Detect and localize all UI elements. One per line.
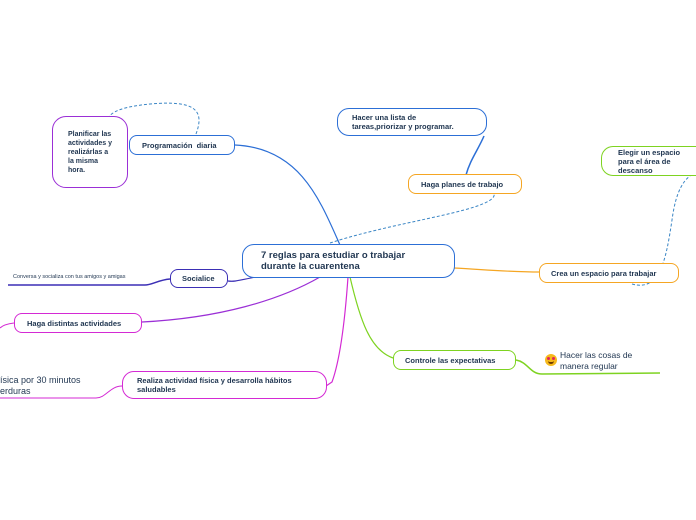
node-socialice[interactable]: Socialice [170, 269, 228, 288]
node-lista-label: Hacer una lista de tareas,priorizar y pr… [352, 113, 454, 131]
smiling-face-heart-eyes-icon [545, 354, 557, 366]
link-cosas [515, 359, 661, 375]
node-conversa-label: Conversa y socializa con tus amigos y am… [13, 274, 126, 280]
node-planificar-label: Planificar las actividades y realizárlas… [68, 130, 112, 174]
node-actividad-fisica-label: Realiza actividad física y desarrolla há… [137, 376, 292, 394]
link-actividades [141, 276, 321, 323]
node-actividades-label: Haga distintas actividades [27, 318, 122, 328]
node-socialice-label: Socialice [182, 274, 215, 283]
node-actividades[interactable]: Haga distintas actividades [14, 313, 142, 333]
node-fisica-sub-line1: ísica por 30 minutos [0, 375, 81, 385]
link-conversa [8, 278, 171, 286]
node-actividad-fisica[interactable]: Realiza actividad física y desarrolla há… [122, 371, 327, 399]
node-expectativas[interactable]: Controle las expectativas [393, 350, 516, 370]
link-elegir-dashed [631, 171, 696, 286]
node-conversa[interactable]: Conversa y socializa con tus amigos y am… [13, 274, 126, 280]
link-fisica [325, 276, 349, 387]
node-programacion[interactable]: Programación diaria [129, 135, 235, 155]
central-topic-label: 7 reglas para estudiar o trabajar durant… [261, 250, 406, 272]
node-espacio[interactable]: Crea un espacio para trabajar [539, 263, 679, 283]
node-elegir[interactable]: Elegir un espacio para el área de descan… [601, 146, 696, 176]
node-planes[interactable]: Haga planes de trabajo [408, 174, 522, 194]
node-expectativas-label: Controle las expectativas [405, 355, 496, 365]
link-programacion [234, 144, 341, 246]
node-fisica-sub[interactable]: ísica por 30 minutos erduras [0, 375, 81, 396]
node-planificar[interactable]: Planificar las actividades y realizárlas… [52, 116, 128, 188]
link-lista [465, 135, 485, 176]
node-cosas-label: Hacer las cosas de manera regular [560, 350, 633, 371]
link-espacio [453, 267, 541, 273]
link-actividades-tail [0, 322, 15, 329]
link-expectativas [349, 276, 394, 359]
link-planificar-dashed [107, 102, 200, 135]
node-espacio-label: Crea un espacio para trabajar [551, 268, 657, 278]
node-elegir-label: Elegir un espacio para el área de descan… [618, 147, 681, 175]
central-topic[interactable]: 7 reglas para estudiar o trabajar durant… [242, 244, 455, 278]
node-programacion-label: Programación diaria [142, 140, 217, 150]
node-lista[interactable]: Hacer una lista de tareas,priorizar y pr… [337, 108, 487, 136]
link-fisica-sub [0, 385, 123, 399]
node-planes-label: Haga planes de trabajo [421, 179, 504, 189]
node-cosas[interactable]: Hacer las cosas de manera regular [560, 350, 652, 371]
link-planes-dashed [329, 192, 495, 244]
node-fisica-sub-line2: erduras [0, 385, 31, 396]
